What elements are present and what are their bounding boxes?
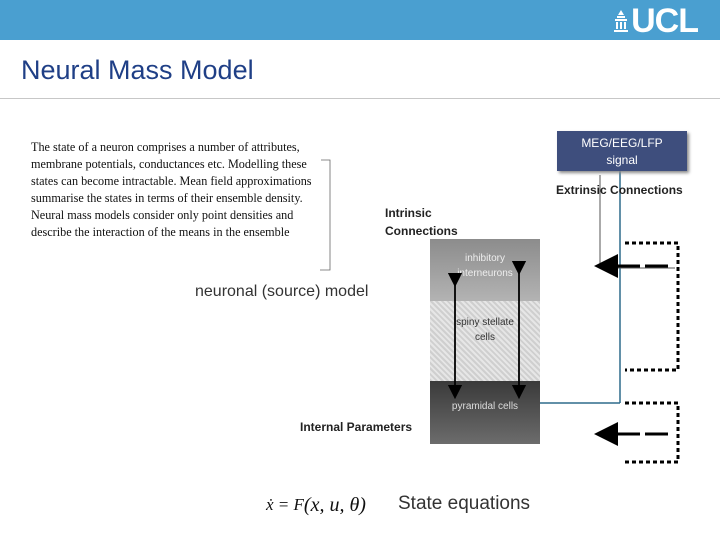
title-divider	[0, 98, 720, 99]
portico-icon	[614, 10, 629, 32]
intrinsic-label-line1: Intrinsic	[385, 206, 432, 220]
slide-title: Neural Mass Model	[21, 55, 254, 85]
spiny-label-line1: spiny stellate	[456, 317, 514, 328]
pyramidal-label: pyramidal cells	[451, 401, 519, 412]
signal-label-line1: MEG/EEG/LFP	[581, 136, 663, 150]
model-bracket-line	[320, 159, 331, 271]
inhibitory-label-line2: interneurons	[457, 268, 513, 279]
extrinsic-connections-label: Extrinsic Connections	[556, 183, 683, 197]
neuronal-model-label: neuronal (source) model	[195, 283, 369, 300]
state-equation: ẋ = F(x, u, θ)	[266, 490, 366, 520]
intrinsic-connections-label: Intrinsic Connections	[385, 204, 458, 240]
internal-parameters-label: Internal Parameters	[300, 420, 413, 434]
signal-label-line2: signal	[606, 153, 638, 167]
spiny-label-line2: cells	[474, 332, 495, 343]
inhibitory-label-line1: inhibitory	[464, 253, 506, 264]
ucl-logo: UCL	[613, 2, 699, 40]
extrinsic-upper-dotted-path	[625, 241, 680, 372]
equation-function: = F	[277, 495, 304, 514]
state-equations-label: State equations	[398, 493, 531, 514]
intrinsic-label-line2: Connections	[385, 224, 458, 238]
equation-lhs: ẋ	[266, 495, 274, 514]
header-bar: UCL	[0, 0, 720, 40]
intro-paragraph: The state of a neuron comprises a number…	[31, 140, 312, 239]
signal-box: MEG/EEG/LFP signal	[557, 131, 687, 171]
equation-arguments: (x, u, θ)	[303, 493, 366, 516]
logo-text: UCL	[631, 2, 699, 40]
